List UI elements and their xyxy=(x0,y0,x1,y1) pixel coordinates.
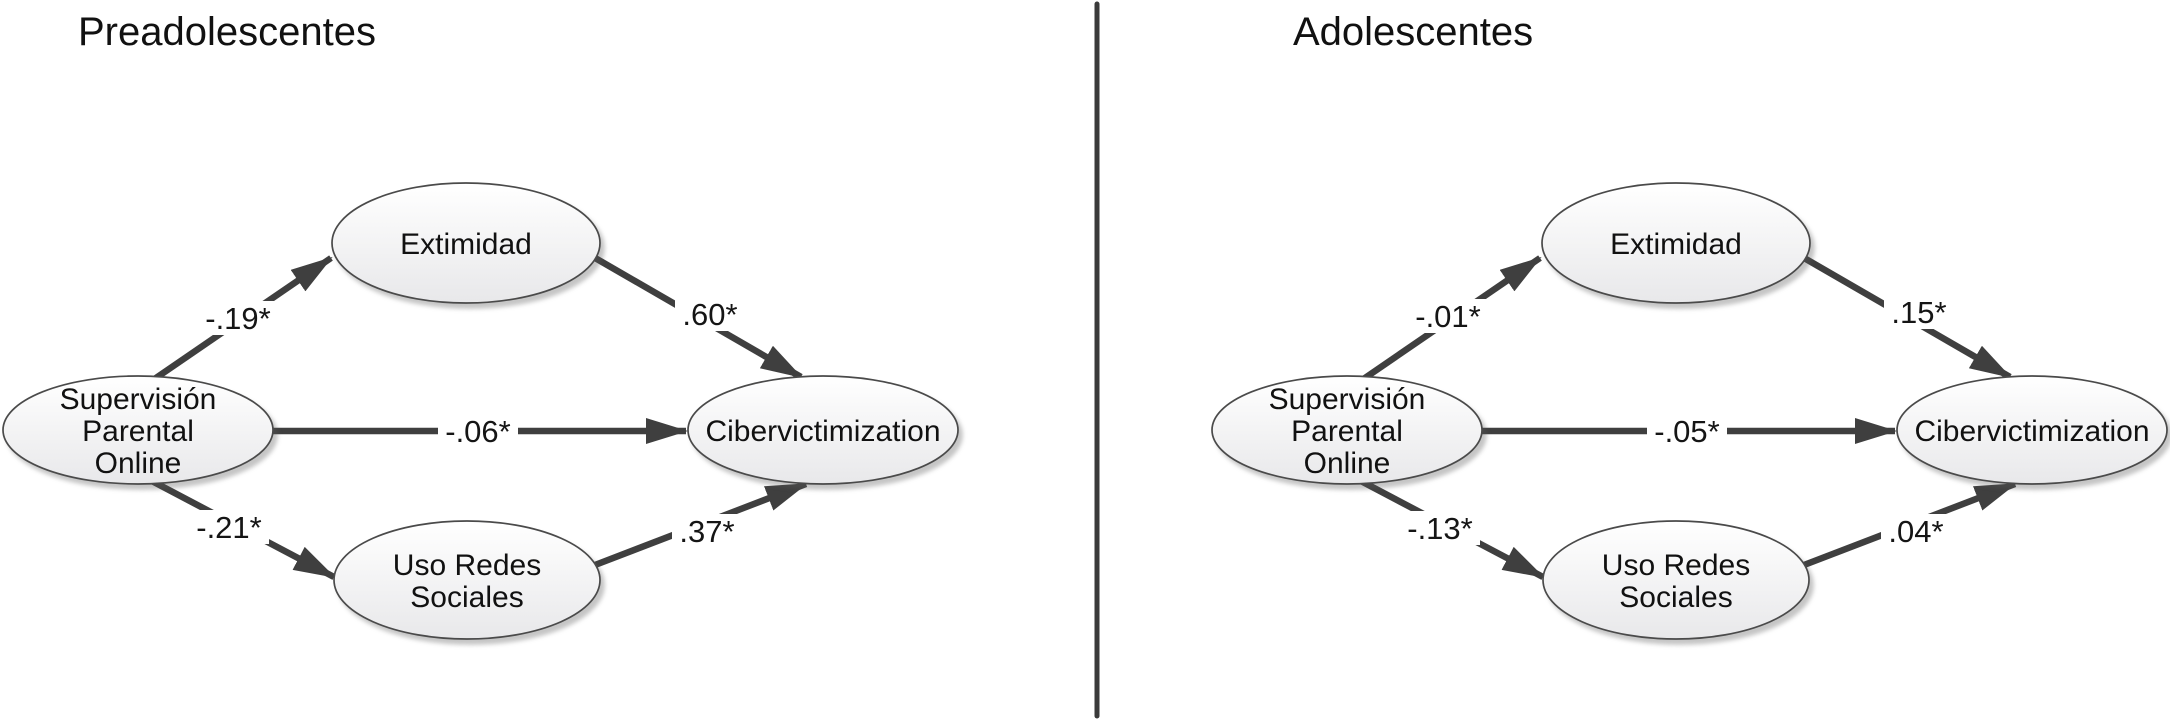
node-label-line: Supervisión xyxy=(60,383,217,416)
node-label-line: Uso Redes xyxy=(393,549,541,582)
node-label-line: Parental xyxy=(1291,415,1403,448)
coef-halo xyxy=(438,414,518,448)
coef-extimidad-cibervictimization: .15* xyxy=(1891,295,1946,330)
coef-halo xyxy=(189,510,269,544)
node-label-line: Online xyxy=(95,447,182,480)
node-label-line: Extimidad xyxy=(400,228,532,261)
node-uso-redes-sociales xyxy=(1542,520,1810,640)
node-label-line: Cibervictimization xyxy=(705,415,940,448)
panel-title: Preadolescentes xyxy=(78,10,376,54)
node-label-line: Parental xyxy=(82,415,194,448)
coef-supervision-cibervictimization: -.05* xyxy=(1654,414,1719,449)
coef-halo xyxy=(1647,414,1727,448)
panel-preadolescentes: Preadolescentes -.19* .60* -.06* -.21* .… xyxy=(2,10,959,640)
node-label-line: Extimidad xyxy=(1610,228,1742,261)
node-label-line: Cibervictimization xyxy=(1914,415,2149,448)
coef-halo xyxy=(675,297,745,331)
node-label-line: Supervisión xyxy=(1269,383,1426,416)
node-extimidad xyxy=(1541,182,1811,304)
coef-supervision-uso-redes: -.21* xyxy=(196,510,261,545)
coef-halo xyxy=(672,514,742,548)
node-label-line: Sociales xyxy=(1619,581,1732,614)
coef-supervision-cibervictimization: -.06* xyxy=(445,414,510,449)
coef-halo xyxy=(1408,299,1488,333)
panel-title: Adolescentes xyxy=(1293,10,1533,54)
node-cibervictimization xyxy=(1896,375,2168,485)
coef-halo xyxy=(1881,514,1951,548)
coef-uso-redes-cibervictimization: .04* xyxy=(1888,514,1943,549)
coef-uso-redes-cibervictimization: .37* xyxy=(679,514,734,549)
coef-supervision-extimidad: -.19* xyxy=(205,301,270,336)
coef-supervision-extimidad: -.01* xyxy=(1415,299,1480,334)
node-supervision-parental-online xyxy=(2,375,274,485)
node-cibervictimization xyxy=(687,375,959,485)
node-uso-redes-sociales xyxy=(333,520,601,640)
panel-adolescentes: Adolescentes -.01* .15* -.05* -.13* .04*… xyxy=(1211,10,2168,640)
node-label-line: Online xyxy=(1304,447,1391,480)
node-supervision-parental-online xyxy=(1211,375,1483,485)
coef-halo xyxy=(198,301,278,335)
node-label-line: Uso Redes xyxy=(1602,549,1750,582)
coef-extimidad-cibervictimization: .60* xyxy=(682,297,737,332)
coef-supervision-uso-redes: -.13* xyxy=(1407,511,1472,546)
coef-halo xyxy=(1400,511,1480,545)
node-extimidad xyxy=(331,182,601,304)
node-label-line: Sociales xyxy=(410,581,523,614)
coef-halo xyxy=(1884,295,1954,329)
